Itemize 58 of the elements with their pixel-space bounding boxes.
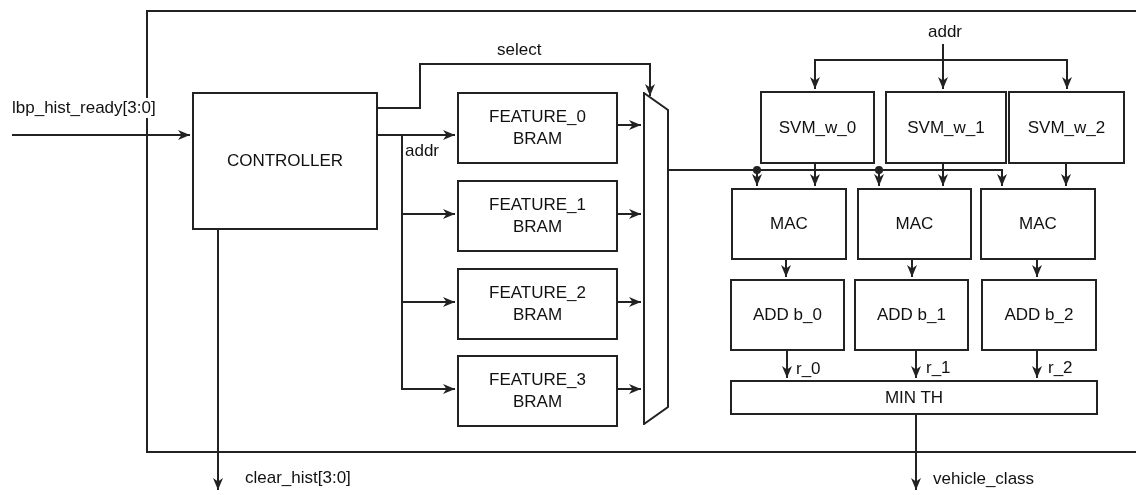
signal-label: r_2 bbox=[1048, 358, 1073, 378]
signal-label: addr bbox=[924, 18, 966, 46]
arrow bbox=[1061, 161, 1071, 187]
arrow bbox=[911, 348, 921, 379]
block-label: SVM_w_0 bbox=[778, 116, 857, 139]
block-label: ADD b_0 bbox=[753, 304, 822, 326]
arrow bbox=[375, 134, 456, 394]
arrow bbox=[615, 209, 642, 219]
block-box bbox=[457, 268, 618, 340]
block-label: ADD b_1 bbox=[877, 304, 946, 326]
block-box bbox=[854, 279, 969, 351]
block-label: MIN TH bbox=[884, 386, 944, 409]
block-box bbox=[1008, 91, 1125, 164]
block-label: FEATURE_1 BRAM bbox=[488, 194, 587, 238]
arrow bbox=[615, 297, 642, 307]
signal-label: clear_hist[3:0] bbox=[245, 468, 351, 488]
arrow bbox=[615, 384, 642, 394]
block-label: ADD b_2 bbox=[1004, 304, 1074, 326]
block-box bbox=[457, 355, 618, 427]
block-label: FEATURE_0 BRAM bbox=[488, 106, 587, 150]
arrow bbox=[810, 161, 820, 187]
block-label: MAC bbox=[1019, 213, 1057, 235]
block-label: SVM_w_2 bbox=[1027, 116, 1106, 139]
arrow bbox=[938, 161, 948, 187]
arrow bbox=[213, 227, 223, 491]
block-label: CONTROLLER bbox=[226, 150, 344, 172]
signal-label: lbp_hist_ready[3:0] bbox=[12, 98, 156, 118]
block-box bbox=[981, 279, 1097, 351]
block-box bbox=[731, 188, 847, 260]
arrow bbox=[907, 257, 917, 278]
arrow bbox=[911, 412, 921, 491]
block-label: FEATURE_2 BRAM bbox=[488, 282, 587, 326]
arrow bbox=[1032, 348, 1042, 379]
block-box bbox=[980, 188, 1096, 260]
arrow bbox=[11, 130, 191, 140]
block-box bbox=[885, 91, 1007, 164]
block-label: SVM_w_1 bbox=[907, 116, 985, 139]
block-box bbox=[857, 188, 972, 260]
block-box bbox=[730, 279, 845, 351]
signal-label: r_1 bbox=[926, 358, 951, 378]
arrow bbox=[375, 63, 655, 109]
arrow bbox=[1032, 257, 1042, 278]
signal-label: r_0 bbox=[796, 359, 821, 379]
signal-label: vehicle_class bbox=[933, 469, 1035, 489]
multiplexer bbox=[643, 92, 669, 425]
arrow bbox=[666, 169, 1007, 187]
arrow bbox=[615, 120, 642, 130]
block-box bbox=[457, 92, 618, 164]
arrow bbox=[942, 43, 1072, 90]
block-box bbox=[457, 180, 618, 252]
block-label: FEATURE_3 BRAM bbox=[488, 369, 587, 413]
block-box bbox=[192, 92, 378, 230]
block-box bbox=[730, 380, 1098, 415]
arrow bbox=[782, 348, 792, 379]
arrow bbox=[781, 257, 791, 278]
block-box bbox=[760, 91, 875, 164]
block-label: MAC bbox=[770, 213, 808, 235]
block-label: MAC bbox=[895, 213, 934, 235]
